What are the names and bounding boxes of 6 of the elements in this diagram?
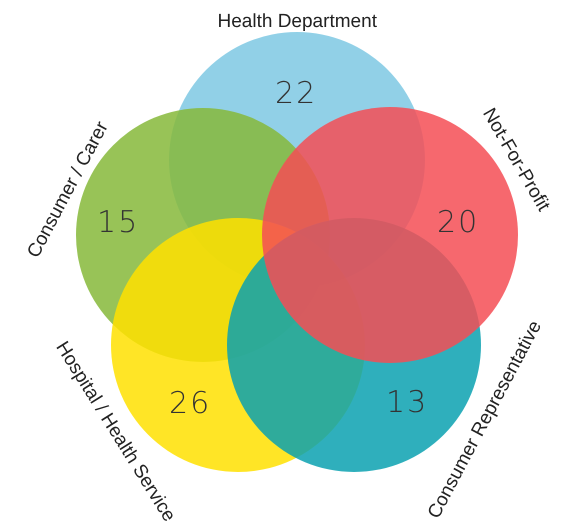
count-label: 20: [437, 204, 480, 240]
set-label: Health Department: [218, 11, 377, 33]
count-label: 26: [169, 386, 212, 420]
count-label: 15: [97, 204, 140, 240]
count-label: 13: [386, 384, 428, 420]
count-label: 22: [275, 76, 318, 110]
